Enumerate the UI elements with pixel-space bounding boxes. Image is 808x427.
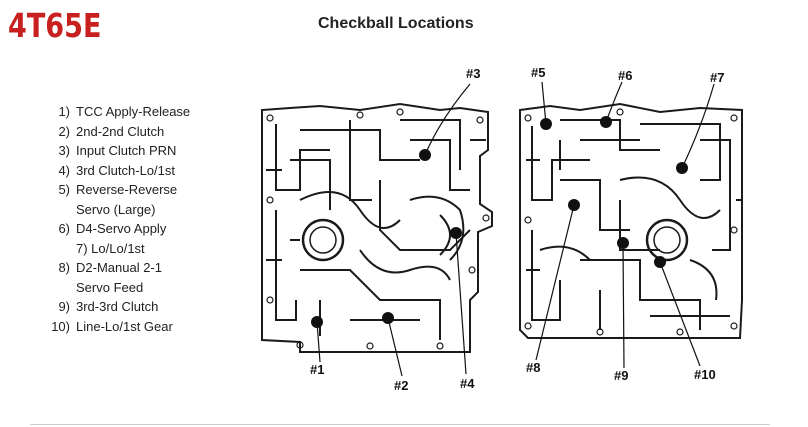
legend-item-3: 3)Input Clutch PRN — [58, 143, 177, 158]
callout-9: #9 — [614, 368, 629, 383]
callout-7: #7 — [710, 70, 725, 85]
callout-leader-lines — [316, 81, 715, 377]
legend-item-6: 6)D4-Servo Apply — [58, 221, 167, 236]
right-valve-body-plate — [519, 102, 743, 339]
callout-3: #3 — [466, 66, 481, 81]
callout-10: #10 — [694, 367, 716, 382]
left-bore-circle — [301, 218, 345, 262]
right-bore-inner — [653, 226, 681, 254]
left-valve-body-plate — [261, 102, 493, 353]
legend-item-8-continued: Servo Feed — [76, 279, 144, 295]
legend-item-9: 9)3rd-3rd Clutch — [58, 299, 159, 314]
right-checkballs — [540, 116, 688, 268]
legend-item-5-continued: Servo (Large) — [76, 201, 156, 217]
page-title: Checkball Locations — [318, 15, 474, 32]
right-bore-circle — [645, 218, 689, 262]
legend-item-7: 7) Lo/Lo/1st — [76, 240, 145, 256]
callout-5: #5 — [531, 65, 546, 80]
callout-2: #2 — [394, 378, 409, 393]
callout-4: #4 — [460, 376, 475, 391]
callout-6: #6 — [618, 68, 633, 83]
left-bolt-holes — [266, 108, 490, 350]
bottom-divider — [30, 424, 770, 425]
left-bore-inner — [309, 226, 337, 254]
callout-1: #1 — [310, 362, 325, 377]
legend-item-1: 1)TCC Apply-Release — [58, 104, 191, 119]
legend-item-4: 4)3rd Clutch-Lo/1st — [58, 162, 175, 178]
legend-item-8: 8)D2-Manual 2-1 — [58, 260, 162, 275]
checkball-legend: 1)TCC Apply-Release 2)2nd-2nd Clutch 3)I… — [46, 102, 190, 336]
legend-item-10: 10)Line-Lo/1st Gear — [51, 318, 173, 334]
legend-item-5: 5)Reverse-Reverse — [58, 182, 178, 197]
legend-item-2: 2)2nd-2nd Clutch — [58, 123, 165, 139]
callout-8: #8 — [526, 360, 541, 375]
right-bolt-holes — [524, 108, 738, 336]
brand-logo: 4T65E — [8, 6, 102, 45]
